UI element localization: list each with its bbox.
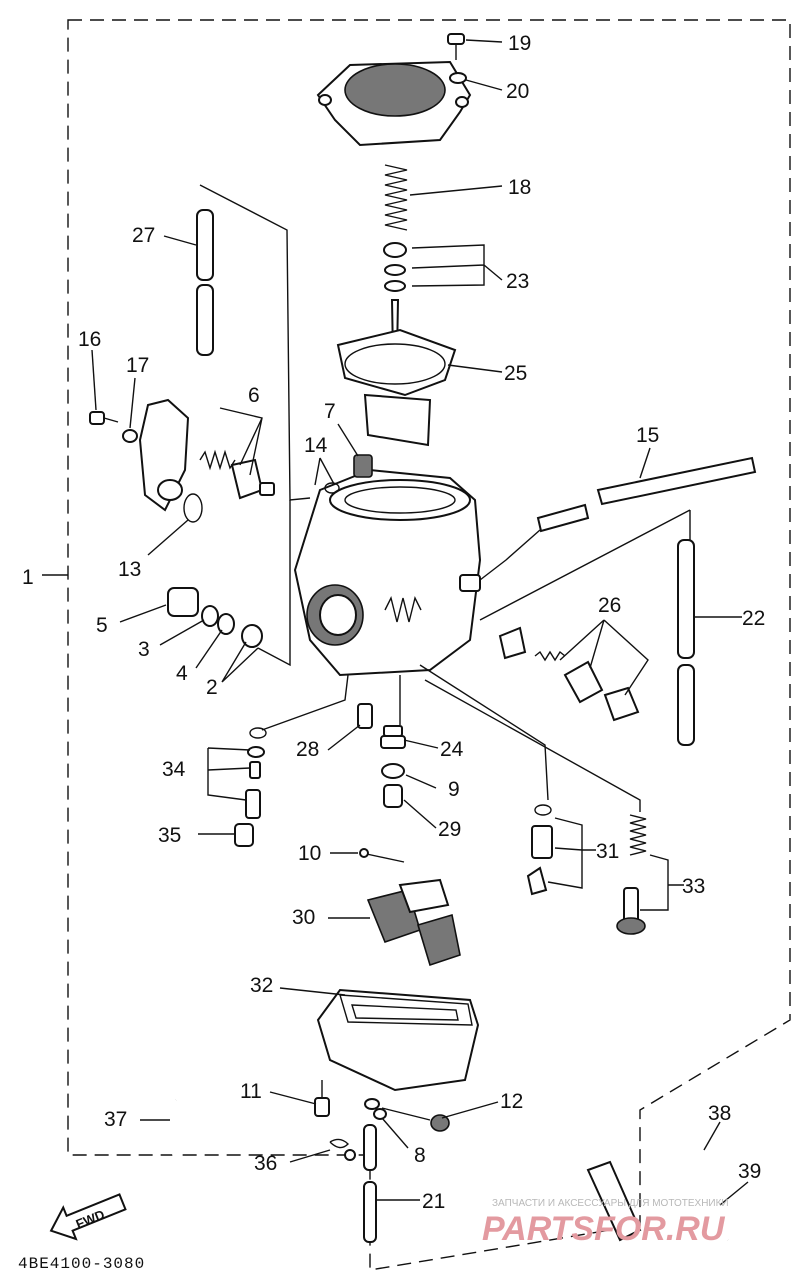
- label-33: 33: [682, 875, 705, 898]
- cap-7: [353, 454, 373, 478]
- oring-13: [183, 493, 203, 523]
- label-2: 2: [206, 676, 218, 699]
- hose-22: [677, 539, 695, 746]
- label-7: 7: [324, 400, 336, 423]
- watermark-tagline: ЗАПЧАСТИ И АКСЕССУАРЫ ДЛЯ МОТОТЕХНИКИ: [492, 1198, 729, 1209]
- washer-3: [201, 605, 219, 627]
- nut-2: [241, 624, 263, 648]
- pin-10: [359, 848, 405, 863]
- label-39: 39: [738, 1160, 761, 1183]
- jet-24: [380, 725, 406, 749]
- cover-17: [138, 398, 190, 512]
- label-24: 24: [440, 738, 464, 761]
- label-26: 26: [598, 594, 621, 617]
- fwd-arrow-icon: FWD: [49, 1193, 127, 1241]
- diagram-code: 4BE4100-3080: [18, 1255, 145, 1273]
- label-3: 3: [138, 638, 150, 661]
- label-38: 38: [708, 1102, 731, 1125]
- label-11: 11: [240, 1080, 262, 1103]
- label-12: 12: [500, 1090, 523, 1113]
- screw-12: [381, 1107, 450, 1132]
- diaphragm-25: [336, 328, 457, 447]
- label-25: 25: [504, 362, 527, 385]
- label-14: 14: [304, 434, 328, 457]
- label-34: 34: [162, 758, 186, 781]
- screw-19: [447, 33, 465, 60]
- label-21: 21: [422, 1190, 445, 1213]
- top-cover: [316, 60, 472, 147]
- label-29: 29: [438, 818, 461, 841]
- label-9: 9: [448, 778, 460, 801]
- screw-31: [526, 804, 553, 896]
- screw-16: [89, 411, 119, 425]
- hose-15: [536, 456, 757, 533]
- float-30: [366, 878, 461, 967]
- label-13: 13: [118, 558, 141, 581]
- jet-29: [383, 784, 403, 808]
- washer-17: [122, 429, 138, 443]
- label-27: 27: [132, 224, 155, 247]
- spring-screw-33: [616, 814, 647, 935]
- oring-14: [324, 482, 340, 494]
- spring-18: [384, 164, 408, 231]
- bracket-38: [586, 1149, 706, 1242]
- label-37: 37: [104, 1108, 127, 1131]
- label-10: 10: [298, 842, 321, 865]
- label-6: 6: [248, 384, 260, 407]
- label-35: 35: [158, 824, 181, 847]
- label-19: 19: [508, 32, 531, 55]
- boot-5: [167, 587, 199, 617]
- label-8: 8: [414, 1144, 426, 1167]
- label-5: 5: [96, 614, 108, 637]
- label-31: 31: [596, 840, 619, 863]
- label-17: 17: [126, 354, 149, 377]
- label-28: 28: [296, 738, 319, 761]
- label-22: 22: [742, 607, 765, 630]
- watermark-brand: PARTSFOR.RU: [482, 1210, 726, 1248]
- screw-11: [314, 1080, 330, 1117]
- jet-28: [357, 703, 373, 729]
- label-32: 32: [250, 974, 273, 997]
- washer-20: [449, 72, 467, 84]
- clip-36: [329, 1138, 356, 1161]
- hose-27: [196, 209, 214, 356]
- label-30: 30: [292, 906, 315, 929]
- washer-4: [217, 613, 235, 635]
- carburetor-body: [293, 468, 482, 677]
- label-20: 20: [506, 80, 529, 103]
- label-18: 18: [508, 176, 531, 199]
- washer-9: [381, 763, 405, 779]
- drain-8: [364, 1098, 387, 1120]
- assembly-boundary: [67, 19, 791, 1271]
- label-15: 15: [636, 424, 659, 447]
- label-16: 16: [78, 328, 101, 351]
- label-36: 36: [254, 1152, 277, 1175]
- pilot-screw-26: [498, 626, 640, 722]
- plunger-6: [199, 449, 275, 500]
- part-labels: 1 2 3 4 5 6 7 8 9 10 11 12 13 14 15 16 1…: [22, 32, 765, 1213]
- label-23: 23: [506, 270, 529, 293]
- hose-37-inner: [169, 1099, 352, 1253]
- jet-35: [234, 823, 254, 847]
- label-4: 4: [176, 662, 188, 685]
- jet-set-34: [245, 727, 267, 819]
- drain-hose-21: [363, 1124, 377, 1243]
- leader-lines: [91, 39, 749, 1206]
- float-bowl-32: [316, 988, 480, 1092]
- label-1: 1: [22, 566, 34, 589]
